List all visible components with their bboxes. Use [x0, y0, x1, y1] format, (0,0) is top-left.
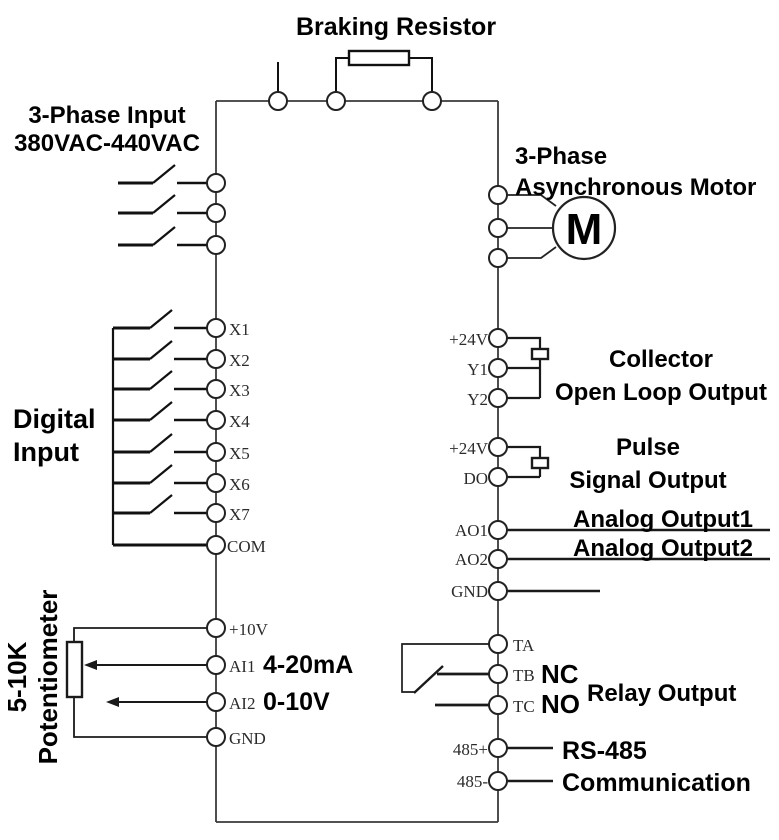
terminal-label-485m: 485- — [456, 772, 488, 791]
digital-switch — [113, 433, 207, 454]
terminal-label-x4: X4 — [229, 412, 250, 431]
relay-no-label: NO — [541, 689, 580, 719]
terminal-label-24v-1: +24V — [449, 330, 488, 349]
digital-terminals — [206, 318, 226, 555]
motor-m-symbol: M — [565, 205, 603, 254]
pot-title-line1: 5-10K — [2, 641, 32, 713]
ai2-range-label: 0-10V — [263, 688, 330, 716]
input-title-line1: 3-Phase Input — [28, 102, 186, 129]
terminal-label-y2: Y2 — [467, 390, 488, 409]
input-switch — [118, 164, 207, 185]
relay-nc-label: NC — [541, 659, 579, 689]
drive-outline — [215, 100, 499, 823]
pulse-title-line1: Pulse — [615, 434, 681, 461]
pulse-terminals — [488, 437, 508, 487]
digital-input-label: Digital Input — [13, 403, 96, 469]
ai1-wiper-arrow — [84, 660, 207, 670]
terminal-label-gnd-left: GND — [229, 729, 266, 748]
terminal-label-ta: TA — [513, 636, 535, 655]
digital-switch — [113, 340, 207, 361]
pulse-output-wiring — [507, 445, 550, 479]
digital-title-line2: Input — [13, 437, 79, 467]
collector-output-label: Collector Open Loop Output — [543, 343, 779, 409]
collector-title-line1: Collector — [608, 346, 713, 373]
analog-output2-label: Analog Output2 — [573, 535, 753, 562]
terminal-label-tb: TB — [513, 666, 535, 685]
motor-title-line2: Asynchronous Motor — [515, 174, 757, 201]
digital-switch — [113, 370, 207, 391]
collector-output-wiring — [507, 336, 550, 400]
terminal-label-gnd-right: GND — [451, 582, 488, 601]
terminal-label-x5: X5 — [229, 444, 250, 463]
terminal-label-x1: X1 — [229, 320, 250, 339]
terminal-label-ai2: AI2 — [229, 694, 256, 713]
digital-switch — [113, 464, 207, 485]
braking-resistor-label: Braking Resistor — [296, 13, 497, 41]
digital-switch — [113, 494, 207, 515]
pulse-output-label: Pulse Signal Output — [543, 431, 753, 497]
terminal-label-do: DO — [463, 469, 488, 488]
terminal-label-ai1: AI1 — [229, 657, 256, 676]
terminal-label-x2: X2 — [229, 351, 250, 370]
rs485-terminals — [488, 738, 508, 791]
input-terminals — [206, 173, 226, 255]
terminal-label-com: COM — [227, 537, 266, 556]
ai2-wiper-arrow — [106, 697, 207, 707]
analog-output-terminals — [488, 520, 508, 601]
relay-output-label: Relay Output — [587, 680, 737, 707]
digital-switch — [113, 309, 207, 330]
digital-input-bus — [111, 328, 207, 547]
ai1-range-label: 4-20mA — [263, 651, 354, 679]
pulse-title-line2: Signal Output — [569, 467, 727, 494]
terminal-label-ao2: AO2 — [454, 550, 488, 569]
relay-terminals — [488, 634, 508, 715]
digital-title-line1: Digital — [13, 404, 96, 434]
pot-title-line2: Potentiometer — [33, 589, 63, 765]
input-switch — [118, 226, 207, 247]
terminal-label-ao1: AO1 — [454, 521, 488, 540]
potentiometer-label: 5-10K Potentiometer — [2, 547, 64, 807]
input-switch — [118, 194, 207, 215]
terminal-label-y1: Y1 — [467, 360, 488, 379]
motor-label: 3-Phase Asynchronous Motor — [515, 141, 756, 203]
rs485-label: RS-485 — [562, 737, 647, 765]
digital-input-switches — [113, 309, 207, 515]
communication-label: Communication — [562, 769, 751, 797]
input-title-line2: 380VAC-440VAC — [14, 130, 200, 157]
three-phase-input-label: 3-Phase Input 380VAC-440VAC — [0, 102, 214, 158]
motor-title-line1: 3-Phase — [515, 143, 608, 170]
digital-switch — [113, 401, 207, 422]
motor-symbol — [507, 194, 617, 261]
analog-output-wires — [507, 528, 770, 593]
relay-contact-symbol — [401, 643, 489, 707]
terminal-label-x3: X3 — [229, 381, 250, 400]
motor-terminals — [488, 185, 508, 268]
analog-in-terminals — [206, 618, 226, 747]
terminal-label-x6: X6 — [229, 475, 250, 494]
rs485-wires — [507, 746, 553, 783]
dc-bus-terminals — [268, 91, 442, 111]
collector-title-line2: Open Loop Output — [555, 379, 767, 406]
analog-output1-label: Analog Output1 — [573, 506, 753, 533]
terminal-label-485p: 485+ — [452, 740, 488, 759]
terminal-label-10v: +10V — [229, 620, 268, 639]
collector-terminals — [488, 328, 508, 408]
potentiometer-symbol — [65, 627, 207, 738]
terminal-label-24v-2: +24V — [449, 439, 488, 458]
terminal-label-x7: X7 — [229, 505, 250, 524]
braking-resistor-symbol — [277, 49, 433, 92]
three-phase-input-switches — [118, 164, 207, 247]
terminal-label-tc: TC — [513, 697, 535, 716]
